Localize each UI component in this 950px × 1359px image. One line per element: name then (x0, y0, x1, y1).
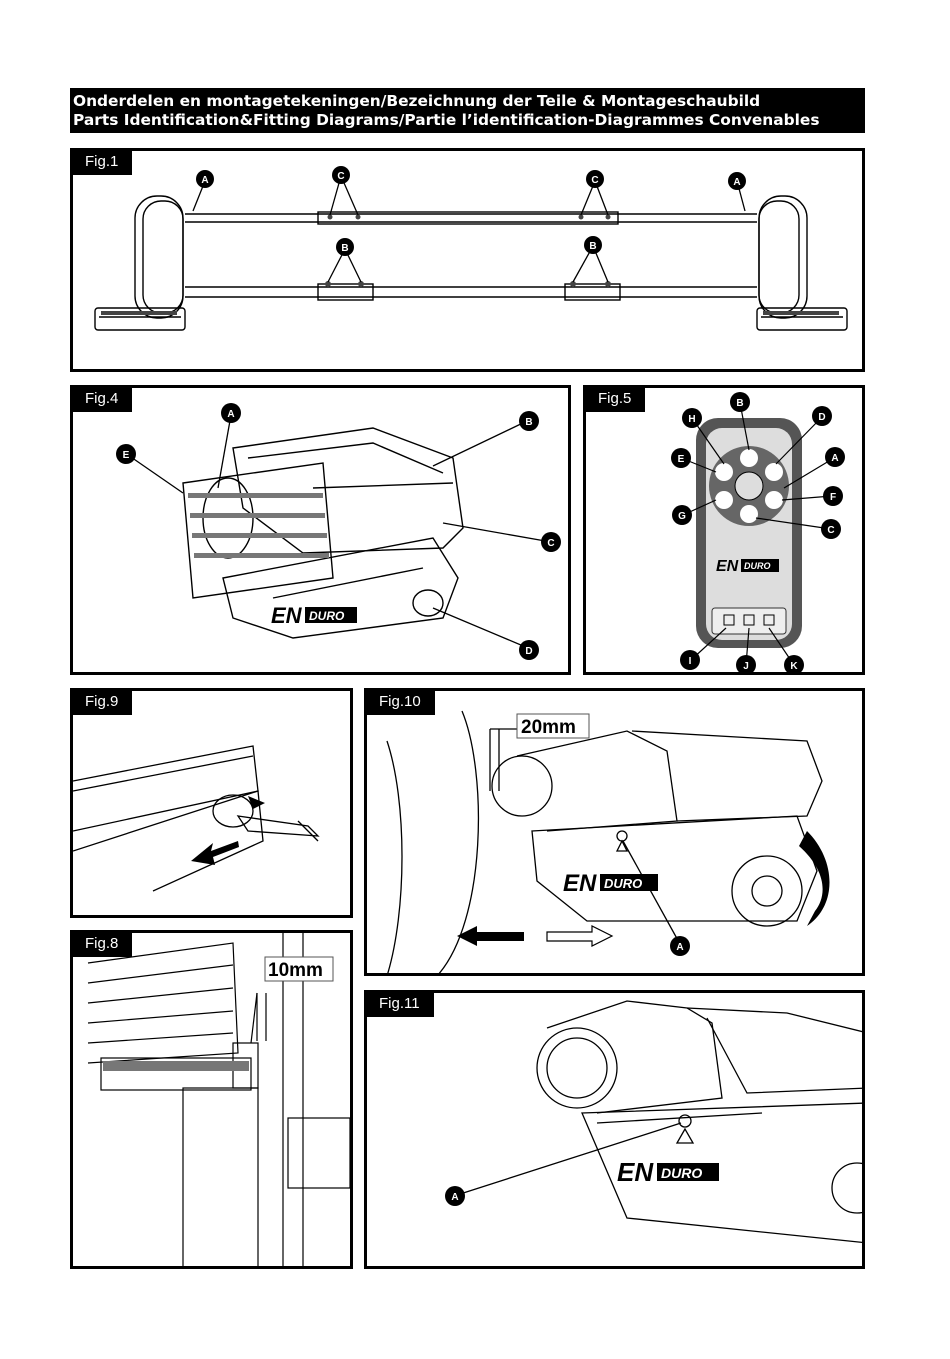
fig11-brand-en: EN (617, 1157, 654, 1187)
fig5-callout-i: I (689, 656, 692, 667)
fig4-callout-c: C (547, 538, 554, 549)
fig4-label: Fig.4 (73, 388, 132, 412)
fig10-panel: Fig.10 20mm EN DURO (364, 688, 865, 976)
fig5-callout-j: J (743, 661, 749, 672)
fig1-label: Fig.1 (73, 151, 132, 175)
fig4-drawing: EN DURO A B E C D (73, 388, 571, 675)
fig4-brand-en: EN (271, 603, 303, 628)
fig4-callout-d: D (525, 646, 532, 657)
fig5-callout-f: F (830, 492, 836, 503)
fig10-callout-a: A (676, 942, 683, 953)
fig1-drawing: A C C A B B (73, 151, 865, 372)
callout-c-left-text: C (337, 171, 344, 182)
fig4-callout-e: E (123, 450, 130, 461)
fig4-callout-b: B (525, 417, 532, 428)
fig9-drawing (73, 691, 353, 918)
fig5-callout-d: D (818, 412, 825, 423)
fig8-label: Fig.8 (73, 933, 132, 957)
fig10-drawing: 20mm EN DURO A (367, 691, 865, 976)
fig11-panel: Fig.11 EN DURO A (364, 990, 865, 1269)
fig1-callouts: A C C A B B (196, 166, 746, 256)
fig5-callout-c: C (827, 525, 834, 536)
fig8-panel: Fig.8 10mm (70, 930, 353, 1269)
fig5-label: Fig.5 (586, 388, 645, 412)
fig10-measure: 20mm (517, 714, 589, 738)
callout-b-left-text: B (341, 243, 348, 254)
fig4-callout-a: A (227, 409, 234, 420)
fig8-measure: 10mm (265, 957, 333, 981)
fig5-panel: Fig.5 EN DURO (583, 385, 865, 675)
fig11-brand-duro: DURO (661, 1165, 702, 1181)
header-title-line2: Parts Identification&Fitting Diagrams/Pa… (73, 111, 862, 130)
fig4-brand-duro: DURO (309, 609, 345, 623)
fig5-callout-k: K (790, 661, 798, 672)
fig9-label: Fig.9 (73, 691, 132, 715)
header-title-line1: Onderdelen en montagetekeningen/Bezeichn… (73, 92, 862, 111)
fig10-measure-text: 20mm (521, 717, 576, 738)
fig5-brand-en: EN (716, 558, 739, 575)
fig4-panel: Fig.4 EN DURO (70, 385, 571, 675)
fig5-drawing: EN DURO B (586, 388, 865, 675)
fig5-brand-duro: DURO (744, 561, 771, 571)
fig8-drawing: 10mm (73, 933, 353, 1269)
fig5-callout-a: A (831, 453, 838, 464)
callout-a-right-text: A (733, 177, 740, 188)
fig10-brand-en: EN (563, 870, 597, 897)
fig11-label: Fig.11 (367, 993, 434, 1017)
fig10-label: Fig.10 (367, 691, 435, 715)
fig5-callout-h: H (688, 414, 695, 425)
page-header: Onderdelen en montagetekeningen/Bezeichn… (70, 88, 865, 133)
fig5-callout-g: G (678, 511, 686, 522)
fig5-callout-e: E (678, 454, 685, 465)
fig11-drawing: EN DURO A (367, 993, 865, 1269)
fig5-callout-b: B (736, 398, 743, 409)
fig11-callout-a: A (451, 1192, 458, 1203)
callout-b-right-text: B (589, 241, 596, 252)
callout-a-left-text: A (201, 175, 208, 186)
fig1-panel: Fig.1 (70, 148, 865, 372)
fig10-brand-duro: DURO (604, 876, 642, 891)
callout-c-right-text: C (591, 175, 598, 186)
fig8-measure-text: 10mm (268, 960, 323, 981)
fig9-panel: Fig.9 (70, 688, 353, 918)
